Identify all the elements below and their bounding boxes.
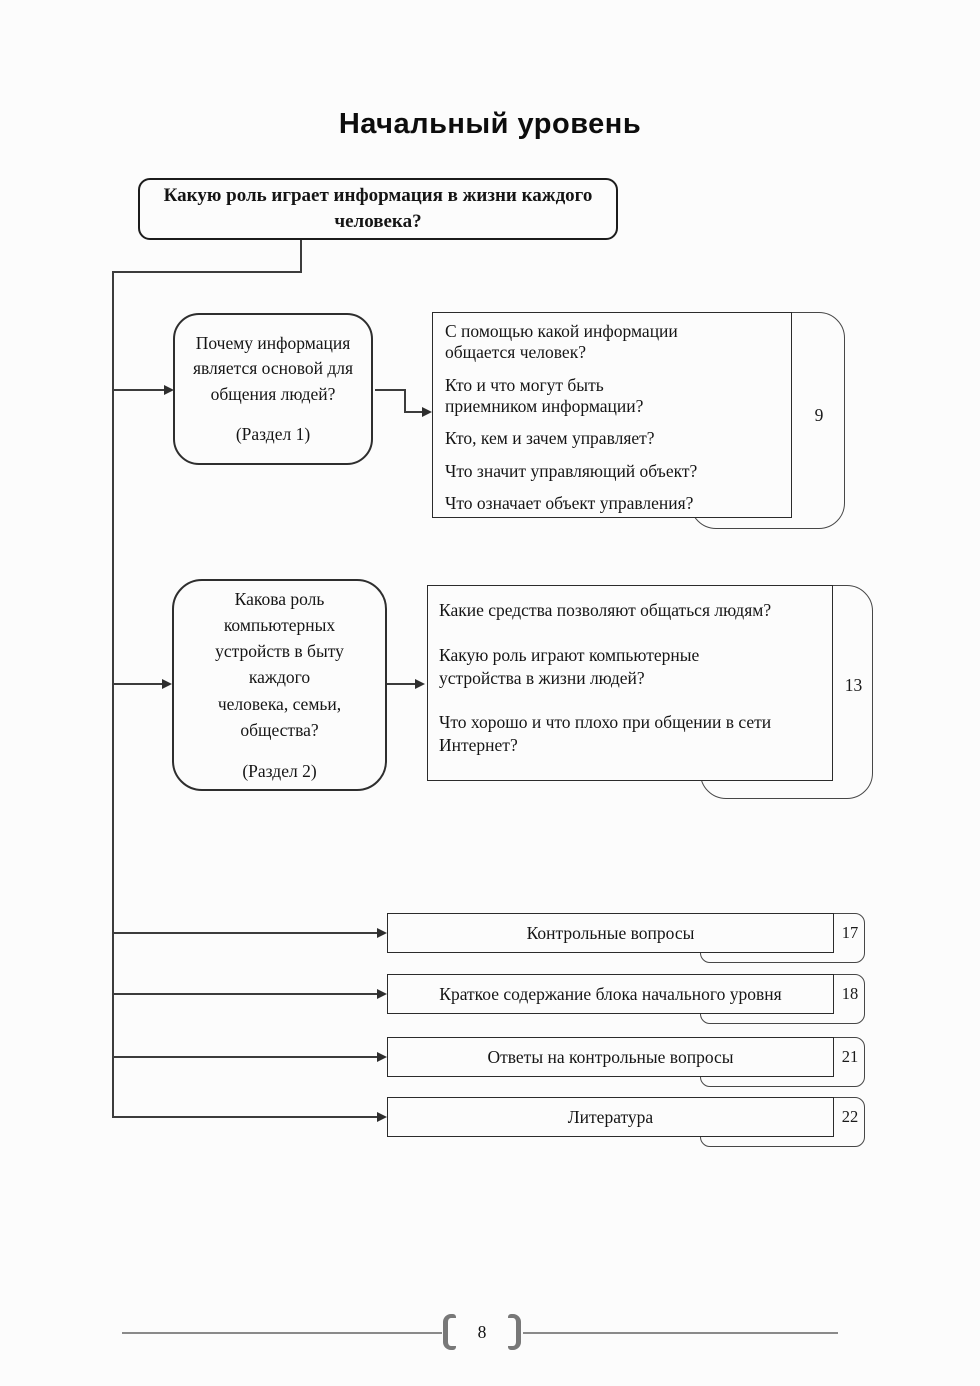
connector-root-stub xyxy=(300,240,302,273)
link-2-page-ref: 18 xyxy=(841,984,859,1003)
connector-top-horizontal xyxy=(112,271,302,273)
arrowhead-icon xyxy=(164,385,174,395)
connector-sec2-out-h xyxy=(382,683,416,685)
connector-sec1-out-h2 xyxy=(404,411,423,413)
connector-to-link1 xyxy=(113,932,378,934)
subquestion: Что хорошо и что плохо при общении в сет… xyxy=(439,712,772,755)
arrowhead-icon xyxy=(377,989,387,999)
link-2-box: Краткое содержание блока начального уров… xyxy=(387,974,834,1014)
section-2-page-ref: 13 xyxy=(844,674,863,695)
subquestion: Какую роль играют компьютерные устройств… xyxy=(439,644,700,688)
link-3-page-ref: 21 xyxy=(841,1047,859,1066)
arrowhead-icon xyxy=(422,407,432,417)
page-title: Начальный уровень xyxy=(338,108,642,140)
connector-to-link3 xyxy=(113,1056,378,1058)
subquestion: Какие средства позволяют общаться людям? xyxy=(439,600,772,620)
arrowhead-icon xyxy=(162,679,172,689)
link-1-page-ref: 17 xyxy=(841,923,859,942)
subquestion: Кто, кем и зачем управляет? xyxy=(445,428,655,449)
connector-sec1-out-v xyxy=(404,389,406,413)
link-3-label: Ответы на контрольные вопросы xyxy=(487,1046,734,1067)
left-bracket-icon xyxy=(443,1314,456,1350)
arrowhead-icon xyxy=(377,928,387,938)
section-2-label: (Раздел 2) xyxy=(242,761,317,782)
arrowhead-icon xyxy=(377,1052,387,1062)
link-2-label: Краткое содержание блока начального уров… xyxy=(439,983,782,1004)
connector-to-link2 xyxy=(113,993,378,995)
subquestion: Кто и что могут быть приемником информац… xyxy=(445,374,644,417)
section-1-box: Почему информация является основой для о… xyxy=(173,313,373,465)
link-4-box: Литература xyxy=(387,1097,834,1137)
link-4-page-ref: 22 xyxy=(841,1107,859,1126)
section-2-question: Какова роль компьютерных устройств в быт… xyxy=(215,588,344,740)
right-bracket-icon xyxy=(508,1314,521,1350)
section-1-questions-box: С помощью какой информации общается чело… xyxy=(432,312,792,518)
link-3-box: Ответы на контрольные вопросы xyxy=(387,1037,834,1077)
section-1-label: (Раздел 1) xyxy=(235,423,311,444)
subquestion: Что значит управляющий объект? xyxy=(445,460,698,481)
subquestion: Что означает объект управления? xyxy=(445,493,694,514)
section-1-page-ref: 9 xyxy=(814,404,824,425)
section-1-question: Почему информация является основой для о… xyxy=(192,332,354,404)
section-2-questions-box: Какие средства позволяют общаться людям?… xyxy=(427,585,833,781)
section-2-box: Какова роль компьютерных устройств в быт… xyxy=(172,579,387,791)
connector-trunk xyxy=(112,271,114,1118)
footer-rule-right xyxy=(523,1332,838,1334)
footer-page-number: 8 xyxy=(477,1322,487,1342)
root-question-box: Какую роль играет информация в жизни каж… xyxy=(138,178,618,240)
connector-to-section1 xyxy=(113,389,165,391)
link-1-label: Контрольные вопросы xyxy=(526,922,695,943)
arrowhead-icon xyxy=(415,679,425,689)
connector-sec1-out-h1 xyxy=(375,389,406,391)
arrowhead-icon xyxy=(377,1112,387,1122)
subquestion: С помощью какой информации общается чело… xyxy=(445,321,678,363)
footer-rule-left xyxy=(122,1332,442,1334)
connector-to-section2 xyxy=(113,683,163,685)
link-4-label: Литература xyxy=(567,1106,654,1127)
link-1-box: Контрольные вопросы xyxy=(387,913,834,953)
root-question-text: Какую роль играет информация в жизни каж… xyxy=(163,185,593,232)
connector-to-link4 xyxy=(113,1116,378,1118)
